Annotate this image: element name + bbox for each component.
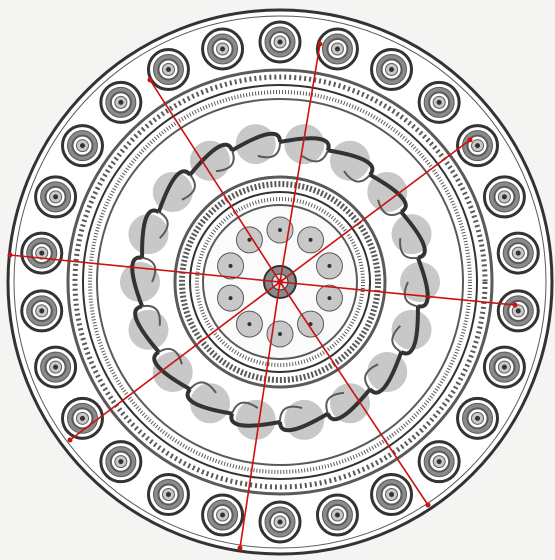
radial-line-end xyxy=(68,438,73,443)
circle-motif xyxy=(203,29,243,69)
radial-line-end xyxy=(318,42,323,47)
circle-motif xyxy=(101,82,141,122)
circle-motif xyxy=(148,475,188,515)
circle-motif xyxy=(62,126,102,166)
circle-motif xyxy=(458,398,498,438)
inner-dot-center xyxy=(229,264,233,268)
circle-motif xyxy=(419,82,459,122)
circle-motif xyxy=(484,177,524,217)
radial-line-end xyxy=(238,546,243,551)
circle-motif xyxy=(36,347,76,387)
inner-dot-center xyxy=(327,296,331,300)
circle-motif xyxy=(36,177,76,217)
circle-motif xyxy=(317,495,357,535)
radial-line-end xyxy=(468,138,473,143)
circle-motif xyxy=(260,502,300,542)
circle-motif xyxy=(148,49,188,89)
circle-motif xyxy=(498,233,538,273)
radial-line-end xyxy=(148,78,153,83)
circle-motif xyxy=(317,29,357,69)
circle-motif xyxy=(62,398,102,438)
circle-motif xyxy=(372,49,412,89)
circle-motif xyxy=(419,442,459,482)
circle-motif xyxy=(260,22,300,62)
inner-dot-center xyxy=(278,228,282,232)
inner-dot-center xyxy=(327,264,331,268)
circle-motif xyxy=(498,291,538,331)
radial-center-point xyxy=(277,279,283,285)
inner-dot-center xyxy=(309,238,313,242)
circle-motif xyxy=(22,291,62,331)
radial-line-end xyxy=(8,253,13,258)
circle-motif xyxy=(372,475,412,515)
inner-dot-center xyxy=(247,322,251,326)
radial-line-end xyxy=(426,503,431,508)
inner-dot-center xyxy=(229,296,233,300)
circle-motif xyxy=(22,233,62,273)
circle-motif xyxy=(203,495,243,535)
inner-dot-center xyxy=(278,332,282,336)
circle-motif xyxy=(484,347,524,387)
inner-dot-center xyxy=(247,238,251,242)
radial-line-end xyxy=(513,303,518,308)
circle-motif xyxy=(101,442,141,482)
